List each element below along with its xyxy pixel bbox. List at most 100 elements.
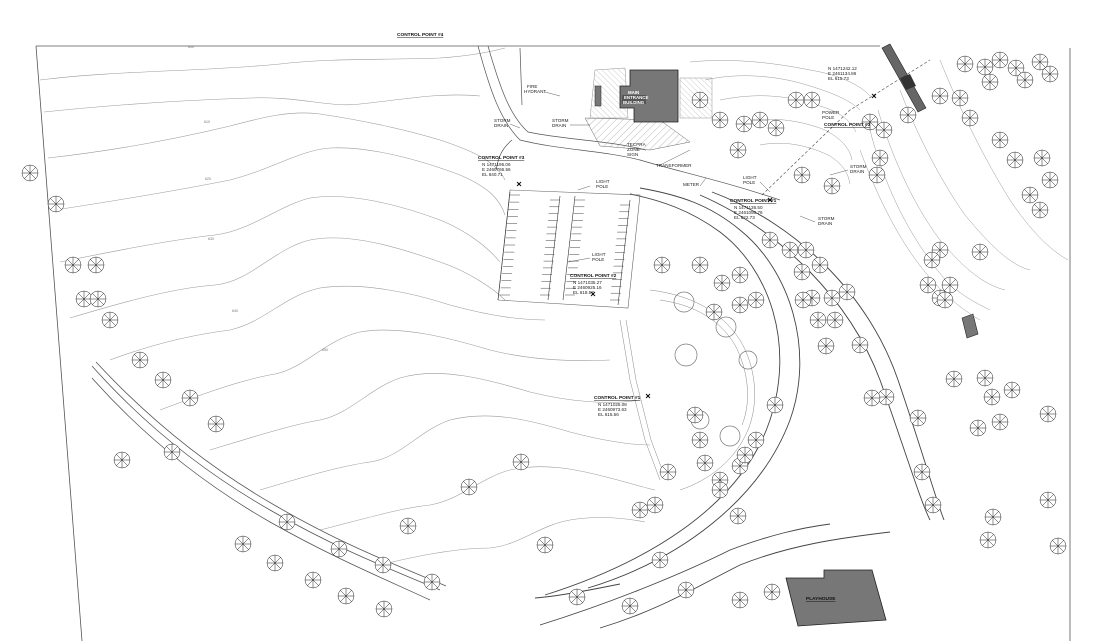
light-pole-label: POLE	[596, 184, 608, 189]
fire-hydrant-label: HYDRANT	[524, 89, 546, 94]
tree-symbol	[747, 291, 765, 309]
tree-symbol	[971, 243, 989, 261]
tree-symbol	[763, 583, 781, 601]
tree-symbol	[163, 443, 181, 461]
tree-symbol	[731, 296, 749, 314]
fire-hydrant-label: FIRE	[527, 84, 537, 89]
tree-symbol	[154, 371, 172, 389]
storm-drain-label: STORM	[494, 118, 511, 123]
tree-symbol	[797, 241, 815, 259]
tree-symbol	[811, 256, 829, 274]
tree-symbol	[101, 311, 119, 329]
tree-symbol	[919, 276, 937, 294]
control-point-easting: E 2461050.76	[734, 210, 763, 215]
tree-symbol	[64, 256, 82, 274]
tree-symbol	[956, 55, 974, 73]
control-point-title: CONTROL POINT #4	[397, 32, 444, 38]
main-entrance-label-2: ENTRANCE	[624, 95, 648, 100]
power-pole-label: POWER	[822, 110, 840, 115]
control-point-easting: E 2460973.63	[598, 407, 627, 412]
tree-symbol	[374, 556, 392, 574]
control-point-title: CONTROL POINT #1	[594, 395, 641, 401]
tree-symbol	[941, 276, 959, 294]
tree-symbol	[787, 91, 805, 109]
transformer-label: TRANSFORMER	[656, 163, 692, 168]
control-point-northing: N 1471242.12	[828, 66, 857, 71]
tree-symbol	[991, 413, 1009, 431]
contour-lines	[39, 47, 656, 566]
tree-symbol	[659, 463, 677, 481]
tree-symbol	[1039, 405, 1057, 423]
tree-symbol	[767, 119, 785, 137]
tree-symbol	[877, 388, 895, 406]
tree-symbol	[304, 571, 322, 589]
tree-symbol	[747, 431, 765, 449]
tree-symbol	[913, 463, 931, 481]
tree-symbol	[991, 51, 1009, 69]
tree-symbol	[266, 554, 284, 572]
tree-symbol	[817, 337, 835, 355]
light-pole-label: POLE	[592, 257, 604, 262]
tree-symbol	[1033, 149, 1051, 167]
svg-text:620: 620	[205, 177, 211, 181]
tree-symbol	[75, 290, 93, 308]
tree-symbol	[803, 91, 821, 109]
main-entrance-label-3: BUILDING	[623, 100, 645, 105]
tree-symbol	[861, 113, 879, 131]
tree-symbol	[899, 106, 917, 124]
tree-symbol	[809, 311, 827, 329]
storm-drain-label: DRAIN	[818, 221, 832, 226]
power-pole-label: POLE	[822, 115, 834, 120]
tree-symbol	[823, 289, 841, 307]
control-point-easting: E 2460766.56	[482, 167, 511, 172]
tree-symbol	[621, 597, 639, 615]
tree-symbol	[711, 111, 729, 129]
svg-text:630: 630	[208, 237, 214, 241]
tree-symbol	[1003, 381, 1021, 399]
tree-symbol	[976, 369, 994, 387]
control-point-marker	[645, 393, 651, 399]
meter-label: METER	[683, 182, 700, 187]
tree-symbol	[1031, 201, 1049, 219]
tree-symbol	[979, 531, 997, 549]
playhouse-label: PLAYHOUSE	[806, 596, 836, 602]
tree-symbol	[21, 164, 39, 182]
control-point-easting: E 2461134.86	[828, 71, 857, 76]
svg-text:640: 640	[232, 309, 238, 313]
tree-symbol	[1041, 171, 1059, 189]
tree-symbol	[705, 303, 723, 321]
control-point-marker	[590, 291, 596, 297]
light-pole-label: LIGHT	[596, 179, 610, 184]
tree-symbol	[691, 431, 709, 449]
tree-symbol	[781, 241, 799, 259]
tree-symbol	[1041, 65, 1059, 83]
tree-symbol	[696, 454, 714, 472]
tree-symbol	[1016, 71, 1034, 89]
tree-symbol	[851, 336, 869, 354]
tree-symbol	[731, 266, 749, 284]
tree-symbol	[991, 131, 1009, 149]
light-pole-label: POLE	[743, 180, 755, 185]
tree-symbol	[512, 453, 530, 471]
tree-symbol	[735, 115, 753, 133]
tecpra-label: TECPRA	[627, 142, 647, 147]
svg-text:650: 650	[322, 348, 328, 352]
tree-symbol	[863, 389, 881, 407]
control-point-northing: N 1471136.50	[734, 205, 763, 210]
tree-symbol	[653, 256, 671, 274]
tree-symbol	[631, 501, 649, 519]
main-access-road	[534, 187, 945, 629]
tree-symbol	[234, 535, 252, 553]
control-point-easting: E 2460925.16	[573, 285, 602, 290]
tree-symbol	[87, 256, 105, 274]
tecpra-label: SIGN	[627, 152, 638, 157]
trees-layer	[21, 51, 1067, 618]
tree-symbol	[47, 195, 65, 213]
tree-symbol	[1006, 151, 1024, 169]
storm-drain-label: STORM	[818, 216, 835, 221]
tree-symbol	[207, 415, 225, 433]
storm-drain-label: STORM	[552, 118, 569, 123]
control-point-title: CONTROL POINT #2	[570, 273, 617, 279]
control-point-elevation: EL 618.57	[573, 290, 594, 295]
